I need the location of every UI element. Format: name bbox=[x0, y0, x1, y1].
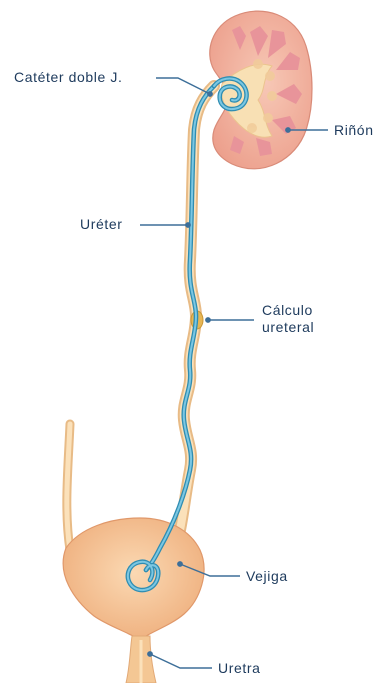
leader-uretra bbox=[150, 654, 212, 668]
left-ureter bbox=[67, 424, 70, 550]
leader-dot-calculo bbox=[206, 318, 210, 322]
urethra bbox=[126, 636, 156, 683]
leader-dot-rinon bbox=[286, 128, 290, 132]
label-calculo-ureteral: Cálculo ureteral bbox=[262, 302, 352, 336]
label-cateter: Catéter doble J. bbox=[14, 69, 122, 86]
label-uretra: Uretra bbox=[218, 660, 261, 677]
bladder bbox=[63, 518, 204, 640]
label-rinon: Riñón bbox=[334, 122, 374, 139]
label-calculo-line1: Cálculo bbox=[262, 302, 352, 319]
leader-dot-ureter bbox=[186, 223, 190, 227]
label-ureter: Uréter bbox=[80, 216, 123, 233]
label-vejiga: Vejiga bbox=[246, 568, 288, 585]
leader-dot-uretra bbox=[148, 652, 152, 656]
leader-dot-vejiga bbox=[178, 562, 182, 566]
label-calculo-line2: ureteral bbox=[262, 319, 352, 336]
leader-dot-cateter bbox=[208, 92, 212, 96]
